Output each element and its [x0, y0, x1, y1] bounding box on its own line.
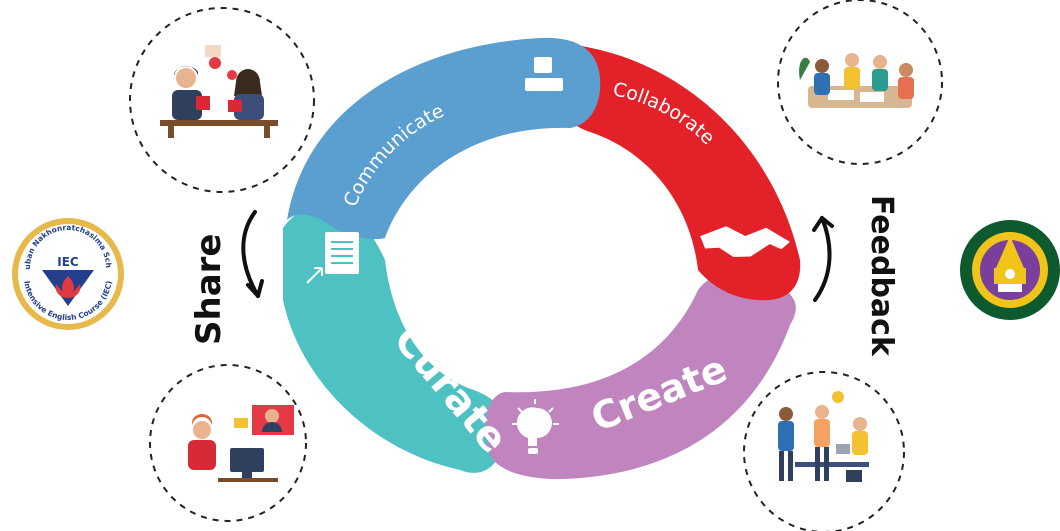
feedback-label: Feedback: [864, 195, 899, 357]
students-reading-illustration: [160, 45, 278, 138]
dashed-circle-top-right: [777, 0, 943, 165]
feedback-arrow-icon: [812, 216, 834, 302]
team-meeting-illustration: [799, 53, 914, 108]
dashed-circle-top-left: [129, 7, 315, 193]
dashed-circle-bottom-right: [743, 371, 905, 531]
segment-create: [485, 269, 796, 480]
handshake-icon: [700, 226, 791, 258]
person-icon: [525, 57, 563, 91]
share-label: Share: [189, 234, 229, 345]
online-share-illustration: [188, 405, 294, 482]
segment-communicate: [287, 37, 601, 240]
document-icon: [306, 232, 359, 284]
iec-logo: Anuban Nakhonratchasima School IEC Inten…: [0, 0, 124, 330]
lightbulb-icon: [512, 399, 559, 454]
university-seal-logo: [960, 220, 1060, 320]
logo-acronym: IEC: [57, 255, 79, 269]
logo-lotus-icon: [62, 276, 74, 298]
dashed-circle-bottom-left: [149, 364, 307, 522]
team-brainstorm-illustration: [778, 391, 869, 482]
share-arrow-icon: [241, 210, 264, 298]
